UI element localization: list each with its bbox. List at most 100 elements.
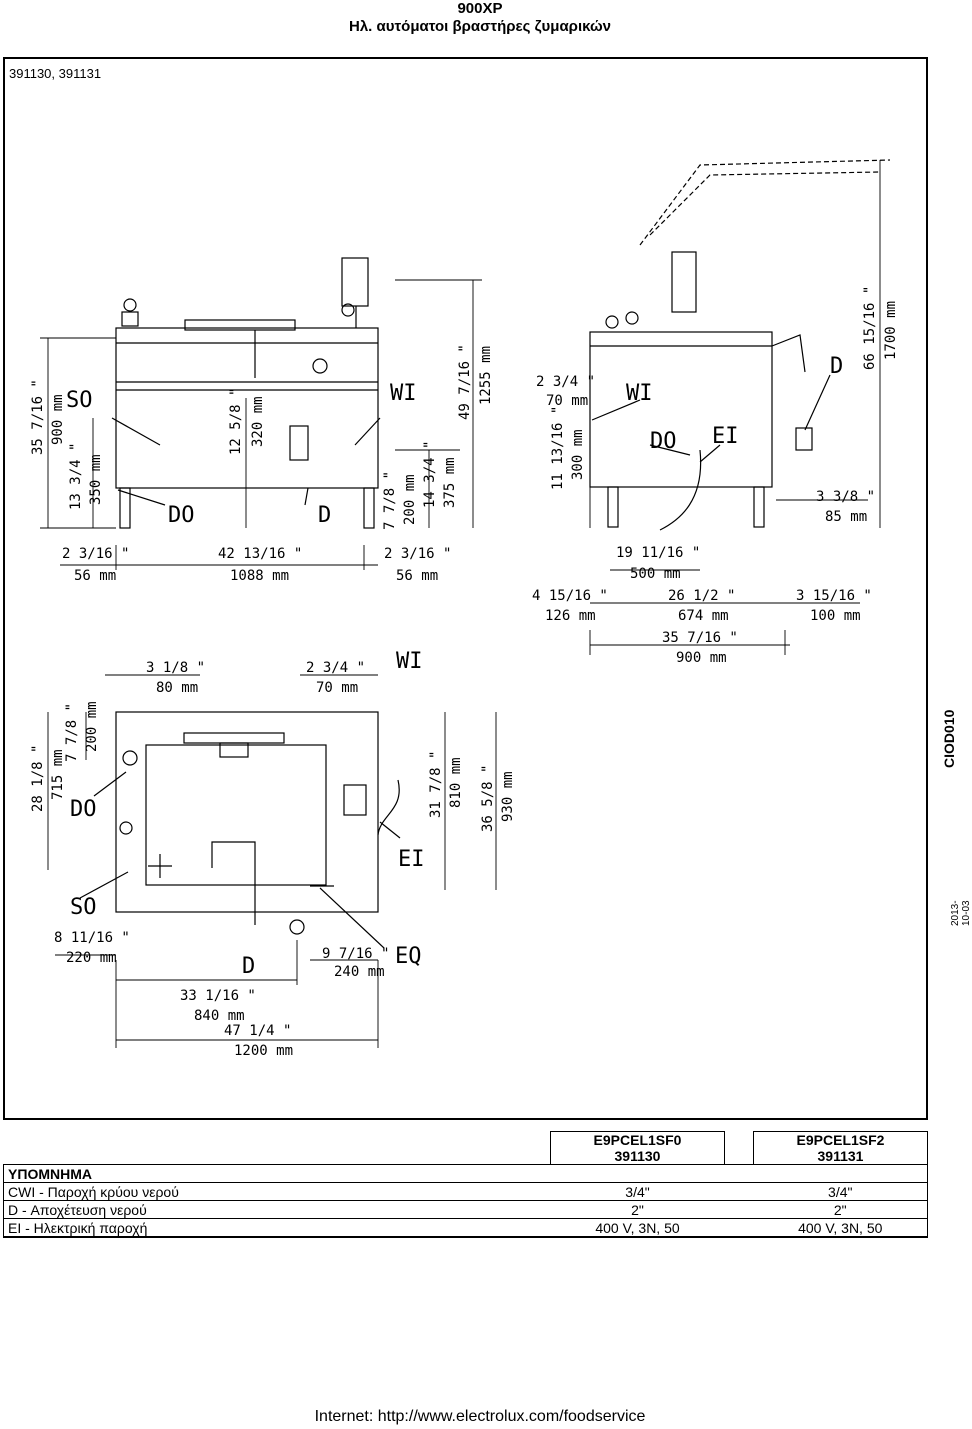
legend-value: 2" bbox=[753, 1200, 928, 1219]
dim-text: 810 mm bbox=[448, 757, 464, 808]
dim-text: 31 7/8 " bbox=[428, 751, 444, 818]
dim-text: 220 mm bbox=[66, 950, 117, 966]
legend-row-label: CWI - Παροχή κρύου νερού bbox=[3, 1182, 551, 1201]
dim-text: 1255 mm bbox=[478, 346, 494, 405]
legend-col-2-code: 391131 bbox=[817, 1148, 864, 1164]
dim-text: 12 5/8 " bbox=[228, 388, 244, 455]
label-so: SO bbox=[66, 388, 93, 413]
legend-table: E9PCEL1SF0 391130 E9PCEL1SF2 391131 ΥΠΟΜ… bbox=[3, 1131, 928, 1238]
dim-text: 35 7/16 " bbox=[662, 630, 738, 646]
dim-text: 14 3/4 " bbox=[422, 441, 438, 508]
legend-gap bbox=[725, 1132, 754, 1165]
dim-text: 674 mm bbox=[678, 608, 729, 624]
legend-value: 400 V, 3N, 50 bbox=[753, 1218, 928, 1238]
drawing-frame bbox=[3, 57, 928, 1120]
dim-text: 70 mm bbox=[546, 393, 588, 409]
dim-text: 3 3/8 " bbox=[816, 489, 875, 505]
dim-text: 3 1/8 " bbox=[146, 660, 205, 676]
legend-col-2: E9PCEL1SF2 391131 bbox=[753, 1131, 928, 1165]
legend-row: CWI - Παροχή κρύου νερού 3/4" 3/4" bbox=[3, 1182, 928, 1201]
legend-col-1: E9PCEL1SF0 391130 bbox=[550, 1131, 725, 1165]
dim-text: 7 7/8 " bbox=[64, 703, 80, 762]
dim-text: 200 mm bbox=[84, 701, 100, 752]
dim-text: 2 3/4 " bbox=[306, 660, 365, 676]
label-ei: EI bbox=[398, 847, 425, 872]
dim-text: 49 7/16 " bbox=[457, 344, 473, 420]
dim-text: 42 13/16 " bbox=[218, 546, 302, 562]
dim-text: 9 7/16 " bbox=[322, 946, 389, 962]
top-view bbox=[79, 711, 401, 949]
dim-text: 715 mm bbox=[50, 749, 66, 800]
footer-url: Internet: http://www.electrolux.com/food… bbox=[314, 1408, 646, 1425]
dim-text: 1700 mm bbox=[883, 301, 899, 360]
label-wi: WI bbox=[390, 381, 417, 406]
dim-text: 300 mm bbox=[570, 429, 586, 480]
legend-row-label: EI - Ηλεκτρική παροχή bbox=[3, 1218, 551, 1238]
legend-spacer bbox=[4, 1132, 551, 1165]
dim-text: 500 mm bbox=[630, 566, 681, 582]
label-so: SO bbox=[70, 895, 97, 920]
dim-text: 85 mm bbox=[825, 509, 867, 525]
legend-row: D - Αποχέτευση νερού 2" 2" bbox=[3, 1200, 928, 1219]
dim-text: 100 mm bbox=[810, 608, 861, 624]
label-d: D bbox=[830, 354, 843, 379]
dim-text: 28 1/8 " bbox=[30, 745, 46, 812]
front-view bbox=[111, 257, 381, 529]
legend-value: 3/4" bbox=[753, 1182, 928, 1201]
label-do: DO bbox=[650, 429, 677, 454]
dim-text: 56 mm bbox=[74, 568, 116, 584]
dim-text: 200 mm bbox=[402, 474, 418, 525]
label-do: DO bbox=[168, 503, 195, 528]
dim-text: 375 mm bbox=[442, 457, 458, 508]
label-wi: WI bbox=[626, 381, 653, 406]
dim-text: 2 3/4 " bbox=[536, 374, 595, 390]
label-d: D bbox=[318, 503, 331, 528]
dim-text: 19 11/16 " bbox=[616, 545, 700, 561]
dim-text: 66 15/16 " bbox=[862, 286, 878, 370]
dim-text: 4 15/16 " bbox=[532, 588, 608, 604]
legend-row: EI - Ηλεκτρική παροχή 400 V, 3N, 50 400 … bbox=[3, 1218, 928, 1238]
dim-text: 7 7/8 " bbox=[382, 471, 398, 530]
legend-value: 2" bbox=[550, 1200, 725, 1219]
label-ei: EI bbox=[712, 424, 739, 449]
dim-text: 1200 mm bbox=[234, 1043, 293, 1059]
dim-text: 33 1/16 " bbox=[180, 988, 256, 1004]
dim-text: 930 mm bbox=[500, 771, 516, 822]
label-wi: WI bbox=[396, 649, 423, 674]
dim-text: 56 mm bbox=[396, 568, 438, 584]
dim-text: 80 mm bbox=[156, 680, 198, 696]
dim-text: 11 13/16 " bbox=[550, 406, 566, 490]
legend-title: ΥΠΟΜΝΗΜΑ bbox=[3, 1164, 551, 1183]
dim-text: 900 mm bbox=[50, 394, 66, 445]
model-codes: 391130, 391131 bbox=[9, 66, 102, 81]
dim-text: 36 5/8 " bbox=[480, 765, 496, 832]
label-d: D bbox=[242, 954, 255, 979]
header-title: 900XP bbox=[457, 0, 503, 17]
dim-text: 70 mm bbox=[316, 680, 358, 696]
dim-text: 320 mm bbox=[250, 396, 266, 447]
dim-text: 3 15/16 " bbox=[796, 588, 872, 604]
side-view bbox=[589, 159, 891, 531]
header-subtitle: Ηλ. αυτόματοι βραστήρες ζυμαρικών bbox=[349, 18, 611, 35]
dim-text: 35 7/16 " bbox=[30, 379, 46, 455]
dim-text: 2 3/16 " bbox=[384, 546, 451, 562]
dim-text: 240 mm bbox=[334, 964, 385, 980]
legend-col-1-code: 391130 bbox=[614, 1148, 661, 1164]
legend-value: 3/4" bbox=[550, 1182, 725, 1201]
dim-text: 26 1/2 " bbox=[668, 588, 735, 604]
label-eq: EQ bbox=[395, 944, 422, 969]
drawing-date: 2013-10-03 bbox=[950, 900, 972, 926]
dim-text: 13 3/4 " bbox=[68, 443, 84, 510]
dim-text: 47 1/4 " bbox=[224, 1023, 291, 1039]
legend-col-1-model: E9PCEL1SF0 bbox=[593, 1132, 682, 1148]
dim-text: 1088 mm bbox=[230, 568, 289, 584]
dim-text: 126 mm bbox=[545, 608, 596, 624]
dim-text: 840 mm bbox=[194, 1008, 245, 1024]
dim-text: 2 3/16 " bbox=[62, 546, 129, 562]
legend-value: 400 V, 3N, 50 bbox=[550, 1218, 725, 1238]
legend-col-2-model: E9PCEL1SF2 bbox=[796, 1132, 885, 1148]
dim-text: 8 11/16 " bbox=[54, 930, 130, 946]
legend-row-label: D - Αποχέτευση νερού bbox=[3, 1200, 551, 1219]
label-do: DO bbox=[70, 797, 97, 822]
